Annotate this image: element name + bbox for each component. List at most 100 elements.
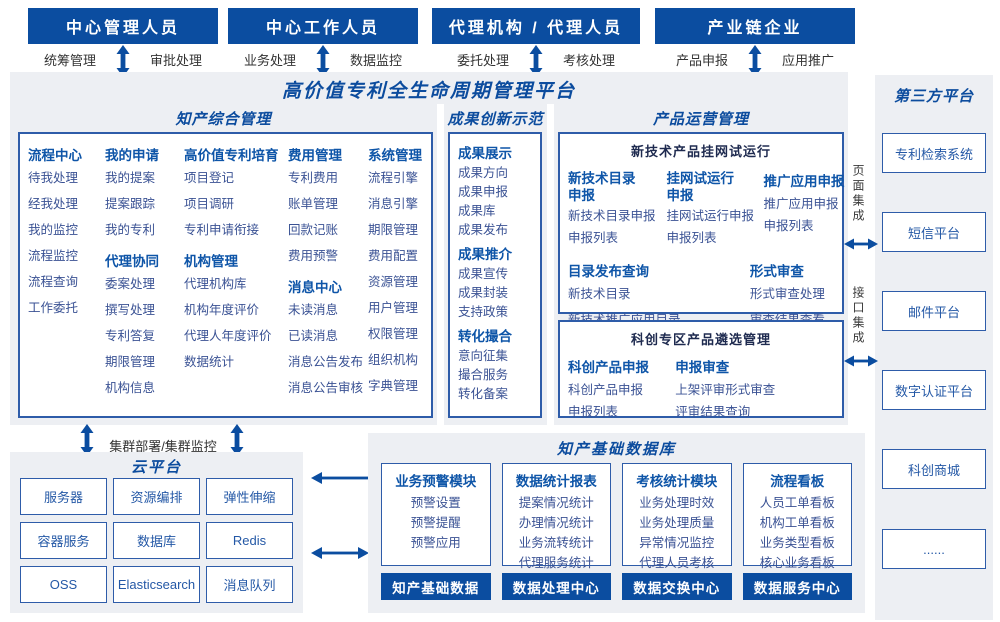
list-item: 撮合服务 bbox=[458, 368, 509, 382]
list-item: 工作委托 bbox=[28, 301, 79, 315]
group-title: 成果展示 bbox=[458, 146, 512, 161]
list-item: 费用配置 bbox=[368, 249, 419, 263]
ip-column: 我的申请 我的提案提案跟踪我的专利 代理协同 委案处理撰写处理专利答复期限管理机… bbox=[105, 142, 183, 408]
third-party-system: 专利检索系统 bbox=[882, 133, 986, 173]
list-item: 成果宣传 bbox=[458, 267, 509, 281]
list-item: 上架评审形式审查 bbox=[675, 383, 776, 397]
group-items: 委案处理撰写处理专利答复期限管理机构信息 bbox=[105, 278, 183, 395]
list-item: 弹性伸缩 bbox=[206, 478, 293, 515]
section-divider bbox=[547, 104, 554, 425]
list-item: 我的专利 bbox=[105, 223, 156, 237]
list-item: 预警应用 bbox=[410, 536, 461, 550]
list-item: Elasticsearch bbox=[113, 566, 200, 603]
data-module: 业务预警模块 预警设置预警提醒预警应用 知产基础数据 bbox=[381, 463, 491, 600]
trial-column: 推广应用申报 推广应用申报申报列表 bbox=[764, 168, 845, 254]
list-item: 推广应用申报 bbox=[763, 197, 839, 211]
group-title: 我的申请 bbox=[105, 148, 159, 163]
selection-columns: 科创产品申报 科创产品申报申报列表 申报审查 上架评审形式审查评审结果查询 bbox=[560, 354, 842, 428]
list-item: 数据库 bbox=[113, 522, 200, 559]
group-items: 上架评审形式审查评审结果查询 bbox=[675, 384, 834, 419]
list-item: 数据统计 bbox=[184, 355, 235, 369]
list-item: 项目登记 bbox=[184, 171, 235, 185]
list-item: 期限管理 bbox=[368, 223, 419, 237]
list-item: 消息引擎 bbox=[368, 197, 419, 211]
group-items: 成果方向成果申报成果库成果发布 bbox=[458, 167, 540, 237]
list-item: 预警设置 bbox=[410, 496, 461, 510]
list-item: Redis bbox=[206, 522, 293, 559]
list-item: 科创产品申报 bbox=[568, 383, 644, 397]
group-title: 高价值专利培育 bbox=[184, 148, 279, 163]
list-item: 期限管理 bbox=[105, 355, 156, 369]
section-divider bbox=[437, 104, 444, 425]
list-item: 成果封装 bbox=[458, 286, 509, 300]
data-platform-panel: 知产基础数据库 业务预警模块 预警设置预警提醒预警应用 知产基础数据 数据统计报… bbox=[368, 433, 865, 613]
horizontal-double-arrow-icon bbox=[844, 354, 878, 368]
list-item: 代理机构库 bbox=[184, 277, 247, 291]
actor-activities: 统筹管理 审批处理 bbox=[28, 50, 218, 68]
page-integration-label: 页面集成 bbox=[851, 164, 865, 224]
group-items: 挂网试运行申报申报列表 bbox=[666, 209, 755, 245]
actor-center-staff: 中心工作人员 bbox=[228, 8, 418, 44]
group-title: 转化撮合 bbox=[458, 329, 512, 344]
activity-label: 产品申报 bbox=[675, 52, 728, 68]
list-item: 异常情况监控 bbox=[639, 536, 715, 550]
list-item: 服务器 bbox=[20, 478, 107, 515]
list-item: 业务类型看板 bbox=[759, 536, 835, 550]
achievement-box: 成果展示 成果方向成果申报成果库成果发布 成果推介 成果宣传成果封装支持政策 转… bbox=[448, 132, 542, 418]
list-item: 转化备案 bbox=[458, 387, 509, 401]
group-items: 我的提案提案跟踪我的专利 bbox=[105, 172, 183, 237]
list-item: 挂网试运行申报 bbox=[666, 209, 755, 223]
horizontal-double-arrow-icon bbox=[311, 546, 369, 560]
list-item: 组织机构 bbox=[368, 353, 419, 367]
activity-label: 统筹管理 bbox=[43, 52, 96, 68]
ip-mgmt-box: 流程中心 待我处理经我处理我的监控流程监控流程查询工作委托 我的申请 我的提案提… bbox=[18, 132, 433, 418]
list-item: 我的监控 bbox=[28, 223, 79, 237]
list-item: 权限管理 bbox=[368, 327, 419, 341]
group-title: 系统管理 bbox=[368, 148, 422, 163]
group-items: 流程引擎消息引擎期限管理费用配置资源管理用户管理权限管理组织机构字典管理 bbox=[368, 172, 430, 393]
module-footer: 数据服务中心 bbox=[742, 573, 852, 600]
activity-label: 业务处理 bbox=[243, 52, 296, 68]
list-item: 容器服务 bbox=[20, 522, 107, 559]
trial-box-title: 新技术产品挂网试运行 bbox=[630, 144, 771, 159]
group-items: 推广应用申报申报列表 bbox=[764, 198, 845, 233]
activity-label: 审批处理 bbox=[150, 52, 203, 68]
actor-agency: 代理机构 / 代理人员 bbox=[432, 8, 640, 44]
activity-label: 应用推广 bbox=[782, 52, 835, 68]
list-item: 资源管理 bbox=[368, 275, 419, 289]
list-item: 撰写处理 bbox=[105, 303, 156, 317]
vertical-double-arrow-icon bbox=[80, 424, 94, 456]
module-body: 考核统计模块 业务处理时效业务处理质量异常情况监控代理人员考核 bbox=[622, 463, 732, 570]
cluster-link-label: 集群部署/集群监控 bbox=[109, 439, 217, 454]
group-title: 申报审查 bbox=[675, 360, 730, 375]
list-item: 申报列表 bbox=[568, 231, 619, 245]
list-item: 我的提案 bbox=[105, 171, 156, 185]
group-items: 意向征集撮合服务转化备案 bbox=[458, 350, 540, 401]
list-item: 申报列表 bbox=[568, 405, 619, 419]
list-item: 流程引擎 bbox=[368, 171, 419, 185]
actor-activities: 委托处理 考核处理 bbox=[432, 50, 640, 68]
group-title: 推广应用申报 bbox=[763, 174, 845, 189]
ip-column: 流程中心 待我处理经我处理我的监控流程监控流程查询工作委托 bbox=[28, 142, 102, 328]
third-party-system: 短信平台 bbox=[882, 212, 986, 252]
group-items: 代理机构库机构年度评价代理人年度评价数据统计 bbox=[184, 278, 286, 369]
list-item: 待我处理 bbox=[28, 171, 79, 185]
module-body: 流程看板 人员工单看板机构工单看板业务类型看板核心业务看板 bbox=[742, 463, 852, 570]
module-body: 业务预警模块 预警设置预警提醒预警应用 bbox=[381, 463, 491, 566]
list-item: 新技术目录 bbox=[568, 287, 631, 301]
trial-column: 挂网试运行申报 挂网试运行申报申报列表 bbox=[666, 168, 755, 254]
list-item: OSS bbox=[20, 566, 107, 603]
ip-column: 费用管理 专利费用账单管理回款记账费用预警 消息中心 未读消息已读消息消息公告发… bbox=[288, 142, 368, 408]
platform-title: 高价值专利全生命周期管理平台 bbox=[281, 81, 576, 102]
list-item: 用户管理 bbox=[368, 301, 419, 315]
list-item: 支持政策 bbox=[458, 305, 509, 319]
module-footer: 数据交换中心 bbox=[622, 573, 732, 600]
list-item: 核心业务看板 bbox=[759, 556, 835, 570]
list-item: 委案处理 bbox=[105, 277, 156, 291]
group-items: 项目登记项目调研专利申请衔接 bbox=[184, 172, 286, 237]
list-item: 机构信息 bbox=[105, 381, 156, 395]
group-items: 专利费用账单管理回款记账费用预警 bbox=[288, 172, 368, 263]
module-items: 提案情况统计办理情况统计业务流转统计代理服务统计 bbox=[503, 494, 611, 573]
list-item: 账单管理 bbox=[288, 197, 339, 211]
